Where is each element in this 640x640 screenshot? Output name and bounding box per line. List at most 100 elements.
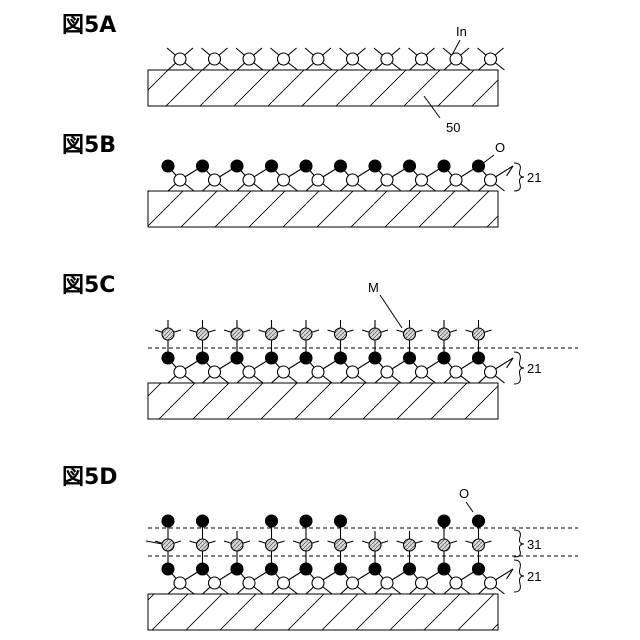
oxygen-atom [369,352,381,364]
in-atom [174,53,186,65]
metal-atom [404,328,416,340]
in-atom [174,366,186,378]
oxygen-atom [266,515,278,527]
bracket-label-31: 31 [527,537,541,552]
in-atom [485,53,497,65]
oxygen-atom [473,563,485,575]
in-atom [381,366,393,378]
oxygen-atom [404,160,416,172]
oxygen-atom [438,563,450,575]
in-atom [485,366,497,378]
bracket-21-5d [514,560,524,592]
oxygen-atom [162,515,174,527]
metal-atom [231,539,243,551]
oxygen-atom [438,352,450,364]
in-atom [416,53,428,65]
oxygen-atom [266,160,278,172]
oxygen-atom [197,160,209,172]
in-atom [347,366,359,378]
oxygen-atom [231,160,243,172]
metal-atom [197,328,209,340]
in-atom [209,366,221,378]
metal-atom [300,539,312,551]
in-atom [312,53,324,65]
metal-atom [231,328,243,340]
figure-5b: 図5B O 21 [62,133,541,227]
in-atom [450,174,462,186]
oxygen-atom [438,160,450,172]
leader-line-o-5d [466,502,473,512]
substrate-5c [148,383,498,419]
metal-atom [266,539,278,551]
in-atom [381,577,393,589]
in-atom [450,366,462,378]
oxygen-atom [473,160,485,172]
in-atom [347,174,359,186]
atom-layers-5b [162,160,513,191]
oxygen-atom [162,160,174,172]
figure-title-5d: 図5D [62,465,118,490]
oxygen-atom [300,352,312,364]
in-atom [485,174,497,186]
metal-atom [369,328,381,340]
metal-atom [162,328,174,340]
oxygen-atom [162,352,174,364]
metal-atom [197,539,209,551]
oxygen-atom [404,563,416,575]
figure-title-5b: 図5B [62,133,116,158]
in-atom [347,53,359,65]
atom-layers-5d [146,515,513,594]
in-atom [243,174,255,186]
oxygen-atom [404,352,416,364]
oxygen-atom [369,160,381,172]
bracket-31-5d [514,530,524,557]
in-atom [278,577,290,589]
oxygen-atom [369,563,381,575]
in-atom [450,577,462,589]
substrate-5b [148,191,498,227]
oxygen-atom [335,563,347,575]
figure-title-5c: 図5C [62,273,115,298]
metal-atom [335,328,347,340]
in-atom [381,53,393,65]
oxygen-atom [197,563,209,575]
figure-5a: 図5A In 50 [62,13,505,135]
metal-atom [438,328,450,340]
metal-atom [473,539,485,551]
in-atom [243,366,255,378]
figure-5c: 図5C M 21 [62,273,578,419]
in-atom [416,366,428,378]
atom-layers-5c [155,320,513,383]
oxygen-atom [231,352,243,364]
substrate-5d [148,594,498,630]
metal-atom [300,328,312,340]
oxygen-atom [197,352,209,364]
bracket-21-5c [514,352,524,384]
figure-5d: 図5D O 31 21 [62,465,578,630]
in-atom [209,577,221,589]
in-atom [416,174,428,186]
in-atom [174,577,186,589]
metal-atom [335,539,347,551]
in-atom [312,366,324,378]
atom-label-m: M [368,280,379,295]
oxygen-atom [266,563,278,575]
in-atom [243,577,255,589]
metal-atom [438,539,450,551]
in-atom [312,174,324,186]
atom-label-o-5b: O [495,140,505,155]
in-atom [381,174,393,186]
substrate-ref-label: 50 [446,120,460,135]
oxygen-atom [335,352,347,364]
in-atom [243,53,255,65]
figure-title-5a: 図5A [62,13,116,38]
bracket-label-21-5d: 21 [527,569,541,584]
bracket-label-21-5b: 21 [527,170,541,185]
metal-atom [266,328,278,340]
in-atom [278,53,290,65]
leader-line-o-5b [482,155,494,164]
oxygen-atom [335,160,347,172]
bracket-21-5b [514,163,524,191]
oxygen-atom [231,563,243,575]
